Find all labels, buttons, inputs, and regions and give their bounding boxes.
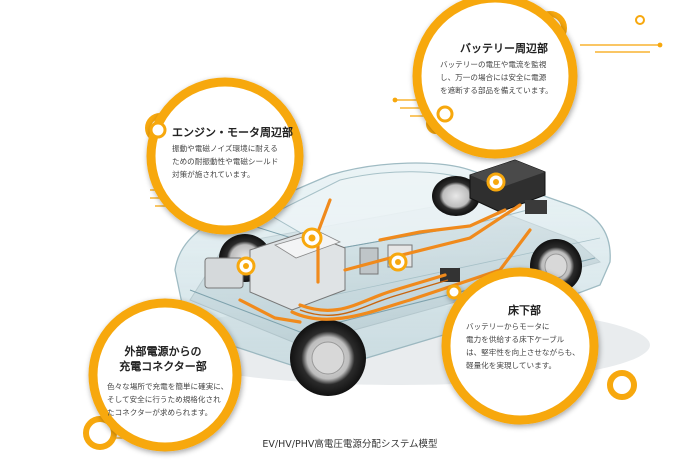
engine-motor-title: エンジン・モータ周辺部 (172, 124, 293, 140)
engine-motor-description: 振動や電磁ノイズ環境に耐える ための耐振動性や電磁シールド 対策が施されています… (172, 142, 292, 181)
charging-description: 色々な場所で充電を簡単に確実に、 そして安全に行うため規格化され たコネクターが… (107, 380, 237, 419)
charging-title: 外部電源からの 充電コネクター部 (118, 344, 208, 374)
battery-description: バッテリーの電圧や電流を監視 し、万一の場合には安全に電源 を遮断する部品を備え… (440, 58, 560, 97)
underfloor-description: バッテリーからモータに 電力を供給する床下ケーブル は、堅牢性を向上させながらも… (466, 320, 586, 372)
battery-title: バッテリー周辺部 (460, 40, 548, 56)
underfloor-title: 床下部 (508, 302, 541, 318)
diagram-caption: EV/HV/PHV高電圧電源分配システム模型 (0, 436, 700, 450)
bubble-charging (93, 303, 237, 447)
